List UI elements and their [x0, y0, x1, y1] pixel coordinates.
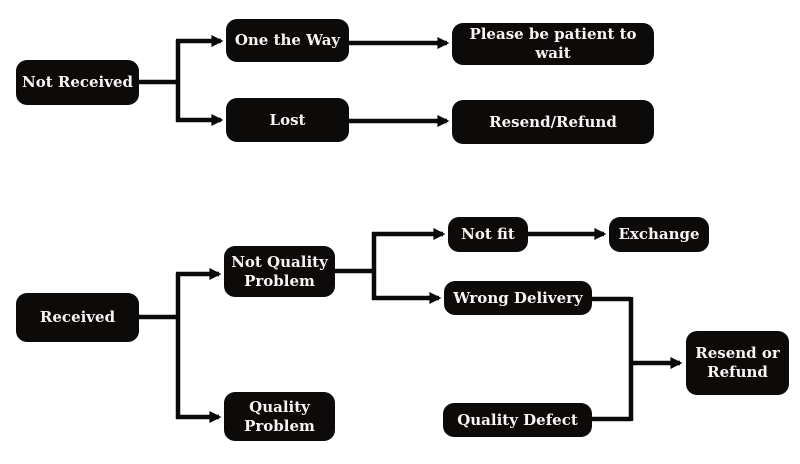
- node-not-fit-label: Not fit: [461, 225, 515, 244]
- node-resend-or-refund: Resend or Refund: [686, 331, 789, 395]
- node-not-received: Not Received: [16, 60, 139, 105]
- node-quality-defect: Quality Defect: [443, 403, 592, 437]
- node-resend-refund-label: Resend/Refund: [489, 112, 617, 131]
- node-please-wait-label: Please be patient to wait: [469, 25, 637, 62]
- node-resend-refund: Resend/Refund: [452, 100, 654, 144]
- node-quality-problem: Quality Problem: [224, 392, 335, 441]
- node-received: Received: [16, 293, 139, 342]
- node-not-fit: Not fit: [448, 217, 528, 252]
- node-lost: Lost: [226, 98, 349, 142]
- node-quality-problem-label: Quality Problem: [244, 397, 315, 435]
- node-resend-or-refund-label: Resend or Refund: [695, 344, 780, 381]
- node-wrong-delivery: Wrong Delivery: [444, 281, 592, 315]
- node-exchange-label: Exchange: [618, 225, 700, 244]
- node-please-wait: Please be patient to wait: [452, 23, 654, 65]
- node-exchange: Exchange: [609, 217, 709, 252]
- node-received-label: Received: [39, 308, 116, 327]
- node-quality-defect-label: Quality Defect: [457, 410, 578, 429]
- node-lost-label: Lost: [269, 110, 306, 129]
- node-not-received-label: Not Received: [22, 73, 133, 92]
- node-not-quality-problem: Not Quality Problem: [224, 246, 335, 297]
- node-wrong-delivery-label: Wrong Delivery: [453, 288, 583, 307]
- node-one-the-way: One the Way: [226, 19, 349, 62]
- node-not-quality-problem-label: Not Quality Problem: [231, 252, 328, 290]
- node-one-the-way-label: One the Way: [234, 31, 341, 50]
